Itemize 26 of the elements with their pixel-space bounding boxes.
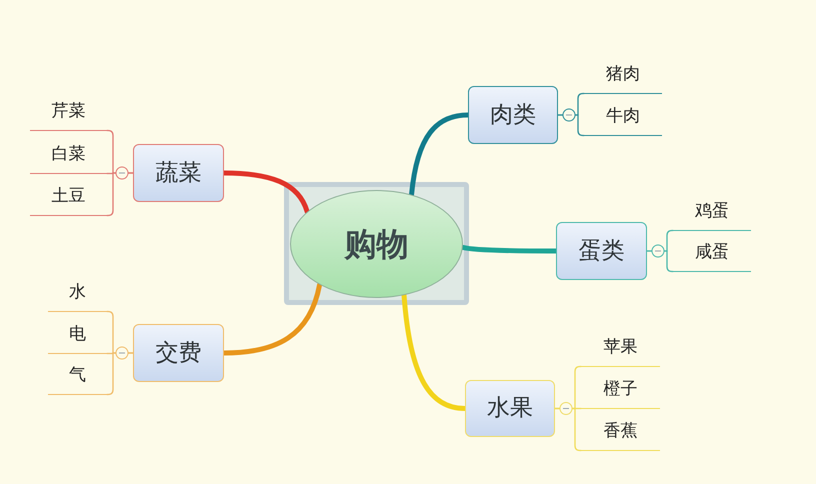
topic-box: 蛋类 bbox=[556, 222, 647, 280]
subtopic-label: 鸡蛋 bbox=[673, 197, 751, 231]
branch-line bbox=[460, 244, 558, 254]
subtopic-label: 芹菜 bbox=[30, 97, 107, 131]
topic-box: 蔬菜 bbox=[133, 144, 224, 202]
branch-line bbox=[222, 282, 322, 356]
connector-line bbox=[106, 172, 134, 216]
subtopic-label: 苹果 bbox=[581, 333, 660, 367]
subtopic-label: 水 bbox=[48, 278, 107, 312]
subtopic-label: 土豆 bbox=[30, 182, 107, 216]
subtopic-label: 白菜 bbox=[30, 140, 107, 174]
topic-box: 肉类 bbox=[468, 86, 558, 144]
subtopic-label: 牛肉 bbox=[584, 102, 662, 136]
branch-line bbox=[222, 170, 310, 214]
subtopic-label: 猪肉 bbox=[584, 60, 662, 94]
subtopic-label: 电 bbox=[48, 320, 107, 354]
topic-box: 水果 bbox=[465, 380, 555, 437]
connector-line bbox=[554, 408, 582, 452]
subtopic-label: 橙子 bbox=[581, 375, 660, 409]
subtopic-label: 气 bbox=[48, 361, 107, 395]
branch-line bbox=[402, 292, 468, 411]
subtopic-label: 香蕉 bbox=[581, 417, 660, 451]
connector-line bbox=[106, 352, 134, 396]
branch-line bbox=[409, 112, 470, 198]
subtopic-label: 咸蛋 bbox=[673, 238, 751, 272]
topic-box: 交费 bbox=[133, 324, 224, 382]
